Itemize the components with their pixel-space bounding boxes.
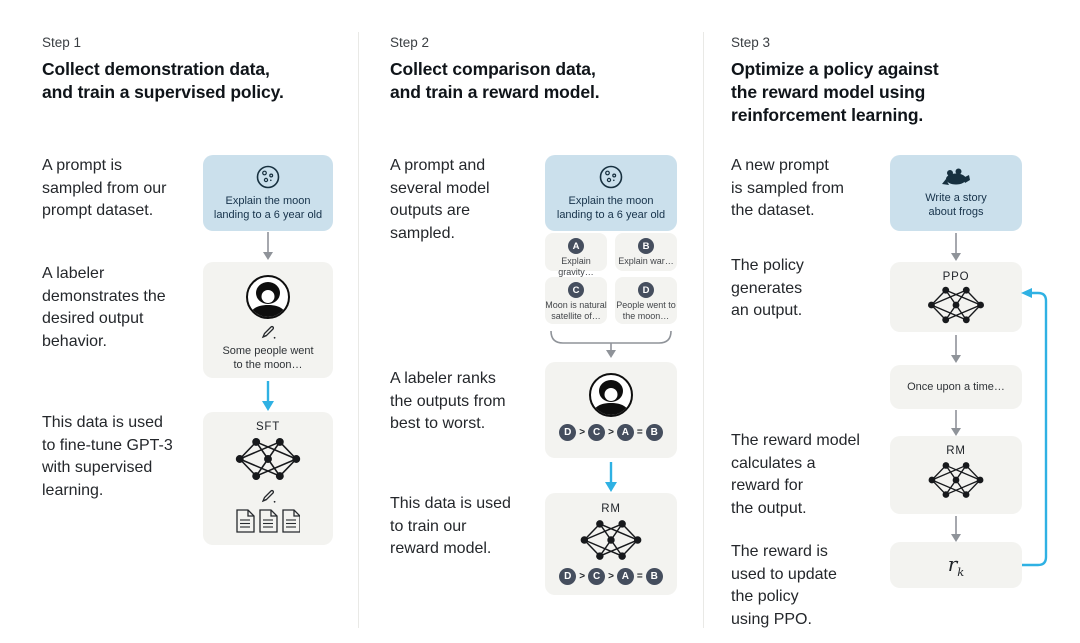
- model-title: SFT: [255, 421, 281, 433]
- ranking-separator: >: [579, 427, 586, 438]
- description-text: The reward model calculates a reward for…: [731, 432, 860, 517]
- output-text-box: Once upon a time…: [890, 365, 1022, 409]
- labeler-output-text: Some people went to the moon…: [222, 345, 314, 371]
- arrow-down-icon: [951, 516, 961, 542]
- prompt-box: Write a story about frogs: [890, 155, 1022, 231]
- model-box-rm: RM: [890, 436, 1022, 514]
- model-box-rm: RM D > C > A = B: [545, 493, 677, 595]
- output-label: Once upon a time…: [907, 381, 1005, 393]
- option-letter-badge: D: [638, 282, 654, 298]
- output-option-a: A Explain gravity…: [545, 233, 607, 277]
- network-icon: [235, 437, 301, 481]
- model-title: RM: [601, 503, 621, 515]
- option-label: Explain gravity…: [558, 256, 594, 277]
- ranking: D > C > A = B: [559, 424, 663, 441]
- prompt-box: Explain the moon landing to a 6 year old: [203, 155, 333, 231]
- model-box-ppo: PPO: [890, 262, 1022, 332]
- prompt-label: Explain the moon landing to a 6 year old: [213, 195, 323, 221]
- ranking: D > C > A = B: [559, 568, 663, 585]
- model-title: PPO: [942, 271, 970, 283]
- column-divider: [703, 32, 704, 628]
- ranking-badge: D: [559, 568, 577, 585]
- description-text: The reward is used to update the policy …: [731, 543, 837, 628]
- network-icon: [928, 286, 984, 324]
- model-title: RM: [946, 445, 966, 457]
- frog-icon: [942, 168, 970, 185]
- option-letter-badge: B: [638, 238, 654, 254]
- pencil-icon: [261, 489, 276, 503]
- moon-icon: [599, 165, 623, 189]
- option-letter-badge: C: [568, 282, 584, 298]
- reward-box: rk: [890, 542, 1022, 588]
- description-text: The policy generates an output.: [731, 257, 804, 319]
- ranking-badge: A: [616, 424, 634, 441]
- ranking-separator: >: [608, 427, 614, 438]
- prompt-label: Explain the moon landing to a 6 year old: [556, 195, 666, 221]
- arrow-down-icon: [262, 381, 274, 411]
- output-option-d: D People went to the moon…: [615, 277, 677, 324]
- ranking-badge: A: [616, 568, 634, 585]
- step-label: Step 2: [390, 35, 430, 50]
- reward-symbol: rk: [947, 551, 965, 579]
- labeler-box: D > C > A = B: [545, 362, 677, 458]
- description-text: A new prompt is sampled from the dataset…: [731, 157, 844, 219]
- documents-icon: [236, 509, 300, 533]
- description-text: A labeler ranks the outputs from best to…: [390, 370, 506, 432]
- option-label: Explain war…: [618, 256, 674, 266]
- output-option-c: C Moon is natural satellite of…: [545, 277, 607, 324]
- option-label: Moon is natural satellite of…: [545, 300, 607, 321]
- ranking-badge: C: [588, 568, 606, 585]
- labeler-box: Some people went to the moon…: [203, 262, 333, 378]
- feedback-loop-arrow: [1021, 288, 1048, 567]
- option-label: People went to the moon…: [616, 300, 676, 321]
- ranking-separator: =: [636, 427, 643, 438]
- person-icon: [246, 275, 290, 319]
- description-text: This data is used to fine-tune GPT-3 wit…: [42, 414, 173, 499]
- merge-connector: [550, 330, 672, 358]
- prompt-box: Explain the moon landing to a 6 year old: [545, 155, 677, 231]
- step-label: Step 1: [42, 35, 82, 50]
- arrow-down-icon: [951, 335, 961, 363]
- network-icon: [928, 462, 984, 498]
- arrow-down-icon: [951, 233, 961, 261]
- pencil-icon: [261, 325, 276, 339]
- output-option-b: B Explain war…: [615, 233, 677, 271]
- column-heading: Optimize a policy against the reward mod…: [731, 59, 939, 125]
- step-label: Step 3: [731, 35, 771, 50]
- ranking-separator: >: [608, 571, 614, 582]
- ranking-badge: C: [588, 424, 606, 441]
- column-divider: [358, 32, 359, 628]
- network-icon: [580, 520, 642, 560]
- description-text: A prompt and several model outputs are s…: [390, 157, 490, 242]
- ranking-badge: B: [645, 568, 663, 585]
- ranking-separator: >: [579, 571, 586, 582]
- arrow-down-icon: [605, 462, 617, 492]
- column-heading: Collect comparison data, and train a rew…: [390, 59, 600, 102]
- description-text: This data is used to train our reward mo…: [390, 495, 511, 557]
- ranking-badge: B: [645, 424, 663, 441]
- column-heading: Collect demonstration data, and train a …: [42, 59, 284, 102]
- prompt-label: Write a story about frogs: [925, 192, 987, 218]
- description-text: A labeler demonstrates the desired outpu…: [42, 265, 166, 350]
- option-letter-badge: A: [568, 238, 584, 254]
- model-box-sft: SFT: [203, 412, 333, 545]
- moon-icon: [256, 165, 280, 189]
- arrow-down-icon: [951, 410, 961, 436]
- description-text: A prompt is sampled from our prompt data…: [42, 157, 167, 219]
- ranking-separator: =: [636, 571, 643, 582]
- person-icon: [589, 373, 633, 417]
- arrow-down-icon: [263, 232, 273, 260]
- ranking-badge: D: [559, 424, 577, 441]
